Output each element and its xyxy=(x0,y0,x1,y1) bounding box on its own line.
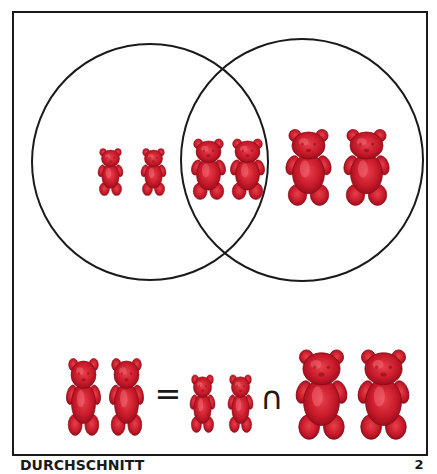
small-bear xyxy=(140,149,168,196)
small-bear xyxy=(227,375,255,433)
large-bear xyxy=(355,350,411,439)
medium-bear xyxy=(190,139,228,200)
large-bear xyxy=(293,350,349,439)
equals-sign: = xyxy=(155,378,182,410)
right-set-circle xyxy=(181,39,423,281)
caption-text: DURCHSCHNITT xyxy=(20,458,144,472)
large-bear xyxy=(283,129,333,205)
large-bear xyxy=(341,129,391,205)
medium-bear xyxy=(108,359,146,436)
page-number: 2 xyxy=(414,458,423,471)
medium-bear xyxy=(229,139,267,200)
frame xyxy=(13,12,427,455)
small-bear xyxy=(97,149,125,196)
left-set-circle xyxy=(32,44,268,280)
medium-bear xyxy=(65,359,103,436)
intersection-symbol: ∩ xyxy=(260,382,283,414)
small-bear xyxy=(189,375,217,433)
